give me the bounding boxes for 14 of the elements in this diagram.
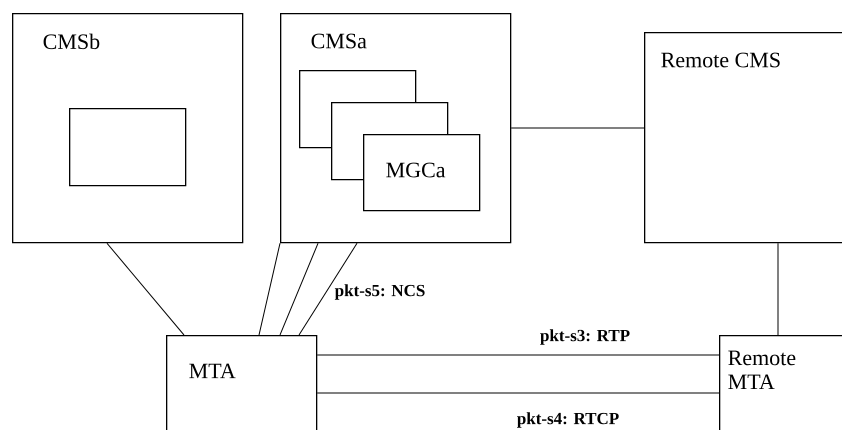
edge-label: pkt-s3: RTP: [540, 329, 630, 345]
empty-box: [69, 108, 186, 186]
terminal-box: Remote MTA: [719, 335, 842, 430]
connector-line: [298, 242, 358, 336]
edge-label: pkt-s5: NCS: [334, 284, 425, 300]
gateway-box: MGCa: [363, 134, 480, 212]
edge-label: pkt-s4: RTCP: [517, 412, 619, 428]
connector-line: [316, 354, 720, 356]
connector-line: [280, 242, 318, 336]
server-box: Remote CMS: [644, 32, 842, 244]
connector-line: [258, 242, 280, 336]
connector-line: [316, 392, 720, 394]
connector-line: [106, 242, 185, 336]
terminal-box: MTA: [166, 335, 318, 430]
